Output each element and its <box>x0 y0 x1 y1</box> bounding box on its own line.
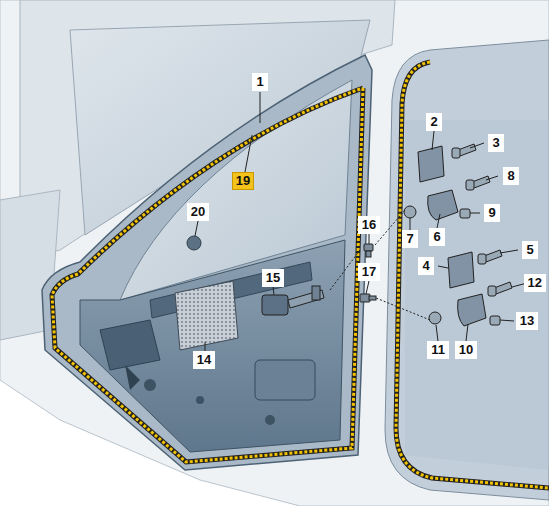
callout-number: 5 <box>522 241 537 259</box>
plug <box>187 236 201 250</box>
front-door <box>42 55 372 470</box>
callout-number: 3 <box>488 134 503 152</box>
callout-number: 2 <box>426 113 441 131</box>
callout-number: 9 <box>484 204 499 222</box>
hinges <box>418 146 486 326</box>
callout-number: 20 <box>187 203 209 221</box>
callout-number: 7 <box>402 230 417 248</box>
door-check <box>262 286 324 315</box>
callout-number: 4 <box>418 257 433 275</box>
callout-number: 13 <box>516 312 538 330</box>
callout-number: 17 <box>358 263 380 281</box>
callout-number: 1 <box>252 73 267 91</box>
callout-number: 10 <box>455 341 477 359</box>
callout-number: 16 <box>358 216 380 234</box>
sound-insulation <box>175 281 238 350</box>
callout-number: 8 <box>503 167 518 185</box>
callout-number: 15 <box>262 269 284 287</box>
hinge-bolts <box>404 144 512 325</box>
body-door-opening <box>385 40 549 500</box>
leader-lines <box>195 92 527 351</box>
callout-number: 19 <box>232 172 254 190</box>
callout-number: 11 <box>427 341 449 359</box>
callout-number: 14 <box>193 351 215 369</box>
callout-number: 6 <box>429 228 444 246</box>
callout-number: 12 <box>524 274 546 292</box>
